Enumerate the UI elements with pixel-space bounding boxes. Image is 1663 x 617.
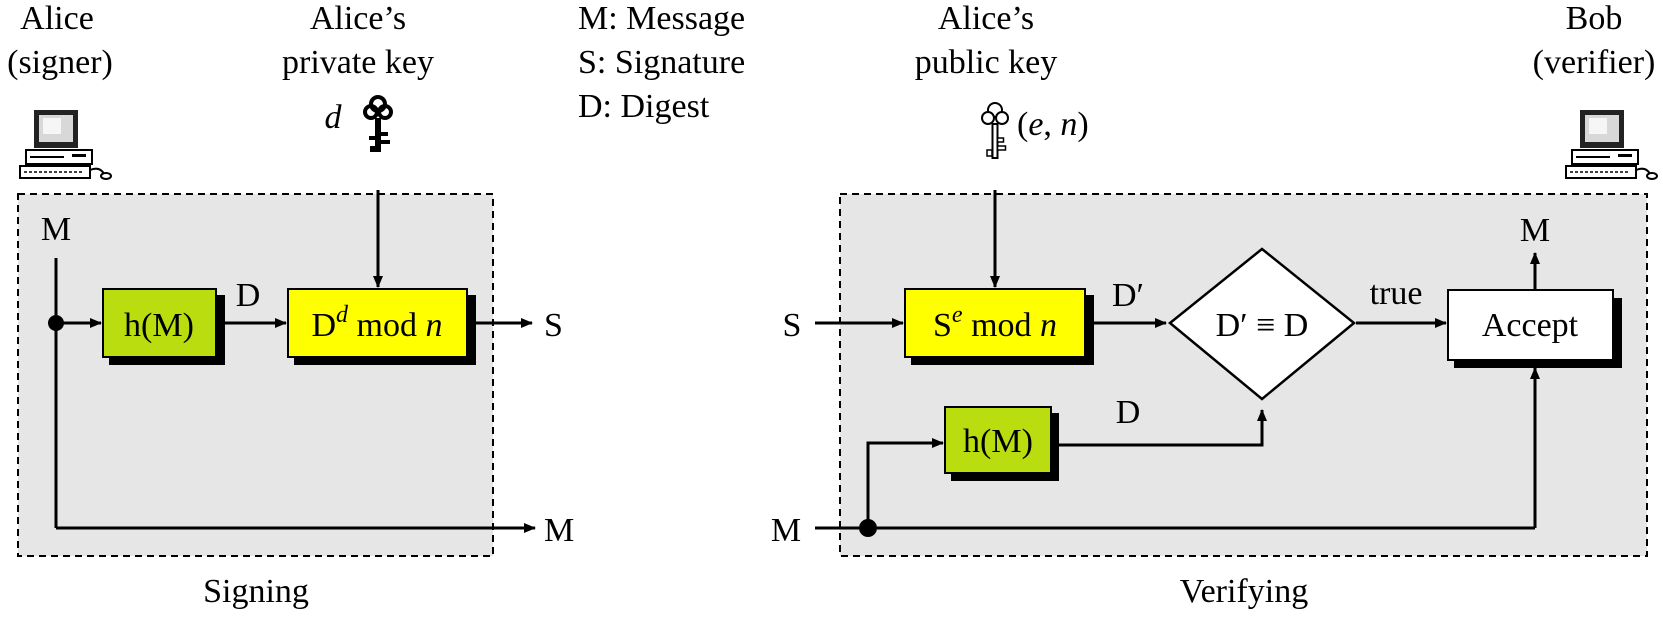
accept-label: Accept <box>1482 307 1579 344</box>
public-key-symbol: (e, n) <box>1017 106 1089 143</box>
public-key-title-1: Alice’s <box>938 0 1034 37</box>
verify-box-label: Se mod n <box>933 302 1057 344</box>
private-key-title-1: Alice’s <box>310 0 406 37</box>
private-key-symbol: d <box>325 99 343 136</box>
verify-box <box>904 288 1086 358</box>
verify-digest-arrow <box>1052 409 1267 447</box>
signer-name: Alice <box>20 0 94 37</box>
signing-output-m: M <box>544 512 574 549</box>
signer-role: (signer) <box>7 44 113 81</box>
public-key-icon <box>981 102 1009 159</box>
signing-digest-label: D <box>236 277 261 314</box>
private-key-title-2: private key <box>282 44 434 81</box>
verify-to-hash-arrow <box>866 438 944 528</box>
signing-input-m: M <box>41 211 71 248</box>
verify-output-m: M <box>1520 212 1550 249</box>
compare-diamond <box>1168 247 1356 401</box>
compare-label: D′ ≡ D <box>1216 307 1309 344</box>
verify-hash-box <box>944 406 1052 474</box>
legend-digest: D: Digest <box>578 88 710 125</box>
legend-message: M: Message <box>578 0 745 37</box>
signing-hash-label: h(M) <box>124 307 194 344</box>
accept-box <box>1447 289 1614 361</box>
verifying-input-m: M <box>771 512 801 549</box>
signing-panel <box>17 193 494 557</box>
signing-hash-box <box>102 288 217 358</box>
sign-box-label: Dd mod n <box>311 302 442 344</box>
verifier-computer-icon <box>1565 109 1658 180</box>
verifier-role: (verifier) <box>1533 44 1656 81</box>
legend-signature: S: Signature <box>578 44 745 81</box>
verifier-name: Bob <box>1566 0 1623 37</box>
verify-dprime-label: D′ <box>1112 277 1144 314</box>
verify-hash-label: h(M) <box>963 423 1033 460</box>
signing-output-s: S <box>544 307 563 344</box>
verifying-input-s: S <box>783 307 802 344</box>
sign-box <box>287 288 468 358</box>
verifying-caption: Verifying <box>1180 573 1308 610</box>
private-key-icon <box>363 95 393 152</box>
verify-true-label: true <box>1370 275 1423 312</box>
public-key-title-2: public key <box>915 44 1058 81</box>
signing-caption: Signing <box>203 573 309 610</box>
verify-digest-label: D <box>1116 394 1141 431</box>
signer-computer-icon <box>19 109 112 180</box>
